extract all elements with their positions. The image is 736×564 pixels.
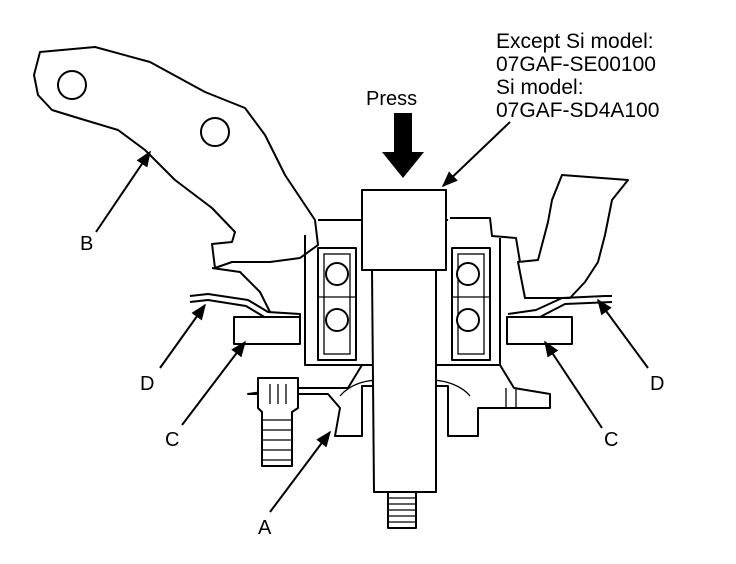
callout-c-left: C xyxy=(165,429,179,451)
press-arrow-icon xyxy=(382,113,424,178)
press-block-left xyxy=(233,316,301,345)
tool-note-line3: Si model: xyxy=(496,76,584,99)
steering-knuckle xyxy=(33,46,319,313)
callout-c-right: C xyxy=(604,429,618,451)
callout-a: A xyxy=(258,517,272,539)
wheel-stud xyxy=(257,377,299,467)
leader-c-left xyxy=(181,340,246,426)
press-label: Press xyxy=(366,88,417,110)
tool-note-line4: 07GAF-SD4A100 xyxy=(496,99,659,122)
callout-b: B xyxy=(80,233,93,255)
leader-b xyxy=(95,150,151,233)
leader-tool-note xyxy=(441,121,511,188)
leader-a xyxy=(269,430,331,513)
leader-d-left xyxy=(159,303,206,369)
leader-d-right xyxy=(597,298,649,369)
tool-note-line2: 07GAF-SE00100 xyxy=(496,53,656,76)
tool-note-line1: Except Si model: xyxy=(496,30,654,53)
callout-d-right: D xyxy=(650,373,664,395)
press-tool xyxy=(361,189,447,529)
press-block-right xyxy=(506,316,573,345)
callout-d-left: D xyxy=(140,373,154,395)
leader-c-right xyxy=(544,340,603,429)
bearing-left xyxy=(317,247,357,361)
bearing-right xyxy=(451,247,491,361)
